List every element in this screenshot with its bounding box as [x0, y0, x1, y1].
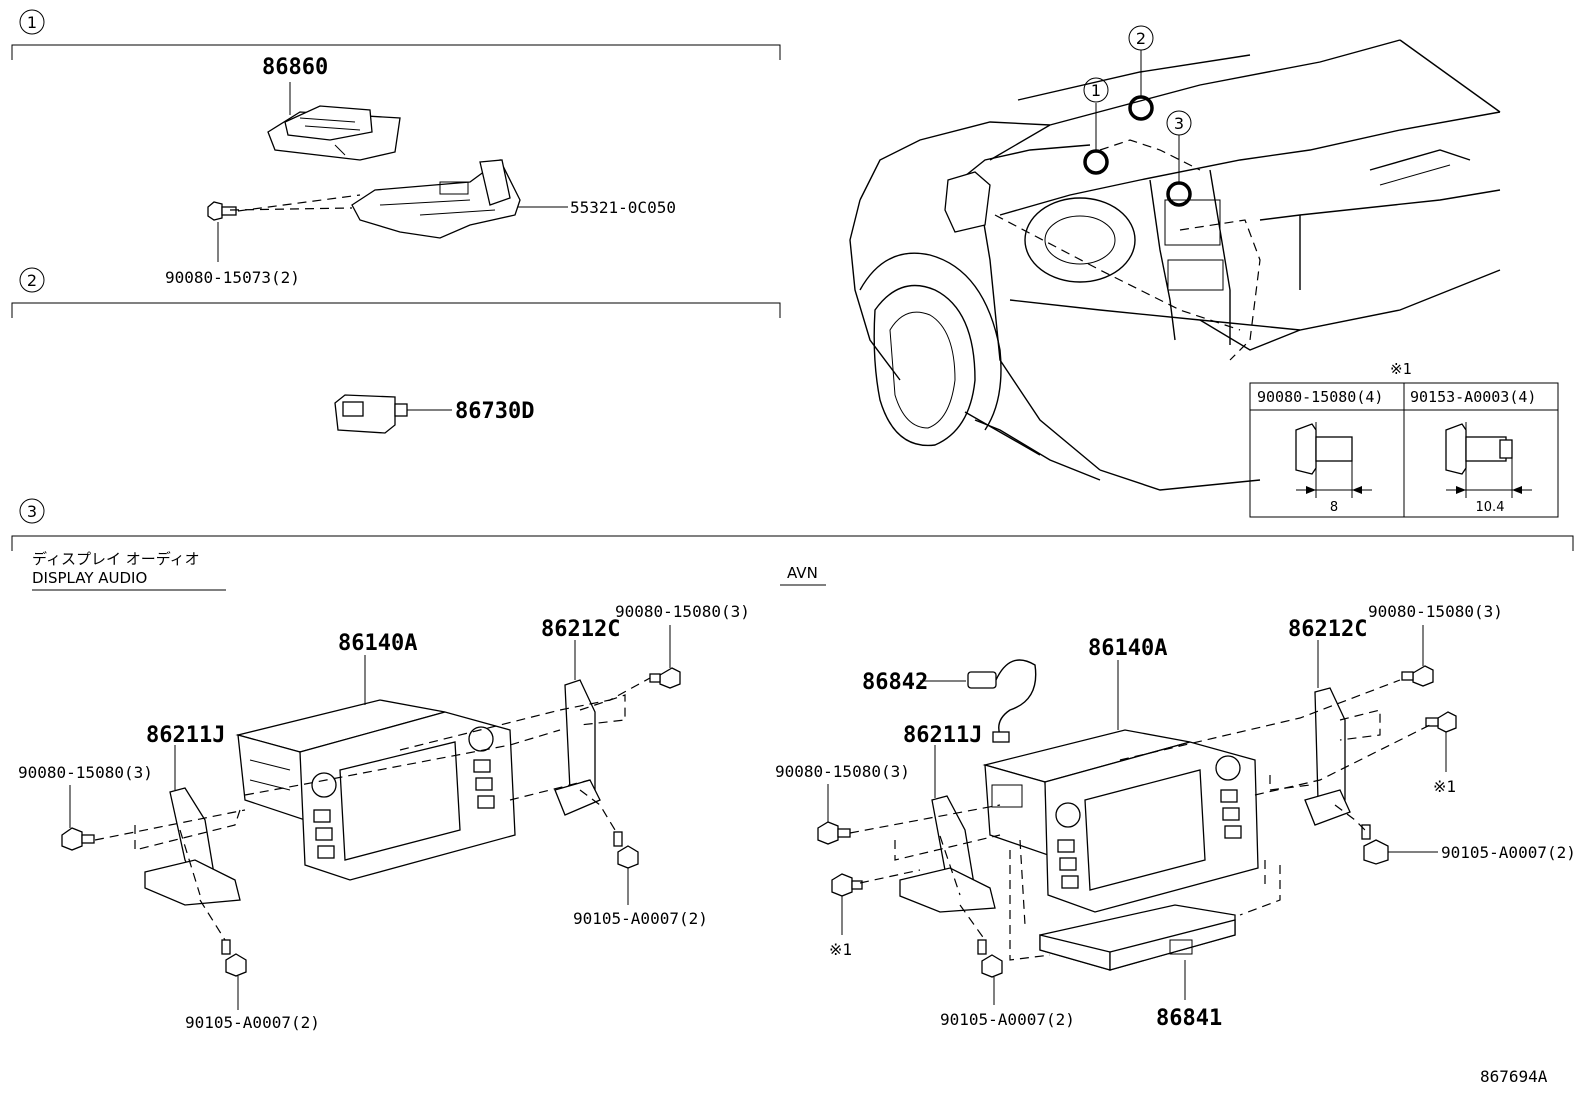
section-3-header: 3	[11, 498, 1574, 551]
label-90105-a0007-right-bottom: 90105-A0007(2)	[940, 1010, 1075, 1029]
bolt-right-bottom	[977, 939, 1003, 978]
label-86860: 86860	[262, 55, 328, 80]
bolt-left-top	[649, 667, 681, 689]
callout-3: 3	[1174, 114, 1184, 133]
label-90080-15080-right-side: 90080-15080(3)	[775, 762, 910, 781]
bolt-right-left-side	[817, 821, 851, 845]
label-90080-15080-left-side: 90080-15080(3)	[18, 763, 153, 782]
harness-86842	[967, 659, 1037, 743]
table-col1-header: 90080-15080(4)	[1257, 388, 1383, 406]
label-86212c-right: 86212C	[1288, 617, 1367, 642]
bolt-flange-8	[1295, 422, 1372, 498]
section-2-parts: 86730D	[334, 394, 534, 434]
head-unit-86140a-right	[982, 729, 1259, 913]
section-1-parts: 86860 55321-0C050 90080-15073(2)	[165, 55, 676, 287]
label-90080-15080-left-top: 90080-15080(3)	[615, 602, 750, 621]
vehicle-interior-illustration: 1 2 3	[849, 25, 1501, 491]
bracket-86211j-left	[144, 787, 241, 906]
display-audio-assembly: 86140A 86212C 86211J 90080-15080(3) 9008…	[18, 602, 750, 1032]
table-col1-dim: 8	[1330, 500, 1338, 515]
switch-86730d	[334, 394, 408, 434]
label-note-right-lower: ※1	[829, 940, 852, 959]
bolt-left-bottom	[221, 939, 247, 977]
bracket-86212c-right	[1304, 687, 1351, 826]
label-90105-a0007-right-side: 90105-A0007(2)	[1441, 843, 1576, 862]
bolt-right-top	[1401, 665, 1434, 687]
label-note-right: ※1	[1433, 777, 1456, 796]
module-86860	[267, 105, 401, 161]
label-86140a-right: 86140A	[1088, 636, 1167, 661]
label-86841: 86841	[1156, 1006, 1222, 1031]
fastener-table: ※1 90080-15080(4) 90153-A0003(4) 8	[1249, 360, 1559, 518]
label-55321-0c050: 55321-0C050	[570, 198, 676, 217]
bolt-90080-15073	[207, 201, 237, 221]
label-86212c-left: 86212C	[541, 617, 620, 642]
label-90080-15080-right-top: 90080-15080(3)	[1368, 602, 1503, 621]
callout-1: 1	[1091, 81, 1101, 100]
callout-2: 2	[1136, 29, 1146, 48]
label-86211j-right: 86211J	[903, 723, 982, 748]
head-unit-86140a-left	[235, 699, 516, 881]
bolt-right-note1-lower	[831, 873, 863, 897]
section-1-number: 1	[27, 13, 37, 32]
module-86841	[1039, 904, 1236, 971]
bolt-flange-10-4	[1445, 422, 1532, 498]
bolt-left-side	[61, 827, 95, 851]
bracket-86211j-right	[899, 795, 996, 913]
figure-id: 867694A	[1480, 1067, 1548, 1086]
label-86842: 86842	[862, 670, 928, 695]
callout-ring-1	[1083, 149, 1109, 175]
section-3-number: 3	[27, 502, 37, 521]
callout-ring-3	[1166, 181, 1192, 207]
bracket-86212c-left	[554, 679, 601, 816]
label-90105-a0007-left-right: 90105-A0007(2)	[573, 909, 708, 928]
label-86211j-left: 86211J	[146, 723, 225, 748]
label-86140a-left: 86140A	[338, 631, 417, 656]
avn-assembly: 86842 86140A 86212C	[775, 602, 1576, 1031]
bracket-55321	[351, 159, 521, 239]
bolt-right-lower	[1361, 824, 1389, 865]
table-note: ※1	[1390, 360, 1412, 378]
section-2-number: 2	[27, 271, 37, 290]
label-display-audio-en: DISPLAY AUDIO	[32, 569, 147, 587]
label-90105-a0007-left-bottom: 90105-A0007(2)	[185, 1013, 320, 1032]
table-col2-header: 90153-A0003(4)	[1410, 388, 1536, 406]
label-display-audio-jp: ディスプレイ オーディオ	[32, 550, 200, 568]
section-2-header: 2	[11, 267, 781, 318]
label-90080-15073: 90080-15073(2)	[165, 268, 300, 287]
bolt-left-lower-right	[613, 831, 639, 869]
label-86730d: 86730D	[455, 399, 534, 424]
table-col2-dim: 10.4	[1476, 500, 1505, 515]
bolt-right-note1	[1425, 711, 1457, 733]
label-avn: AVN	[787, 564, 818, 582]
section-1-header: 1	[11, 9, 781, 60]
